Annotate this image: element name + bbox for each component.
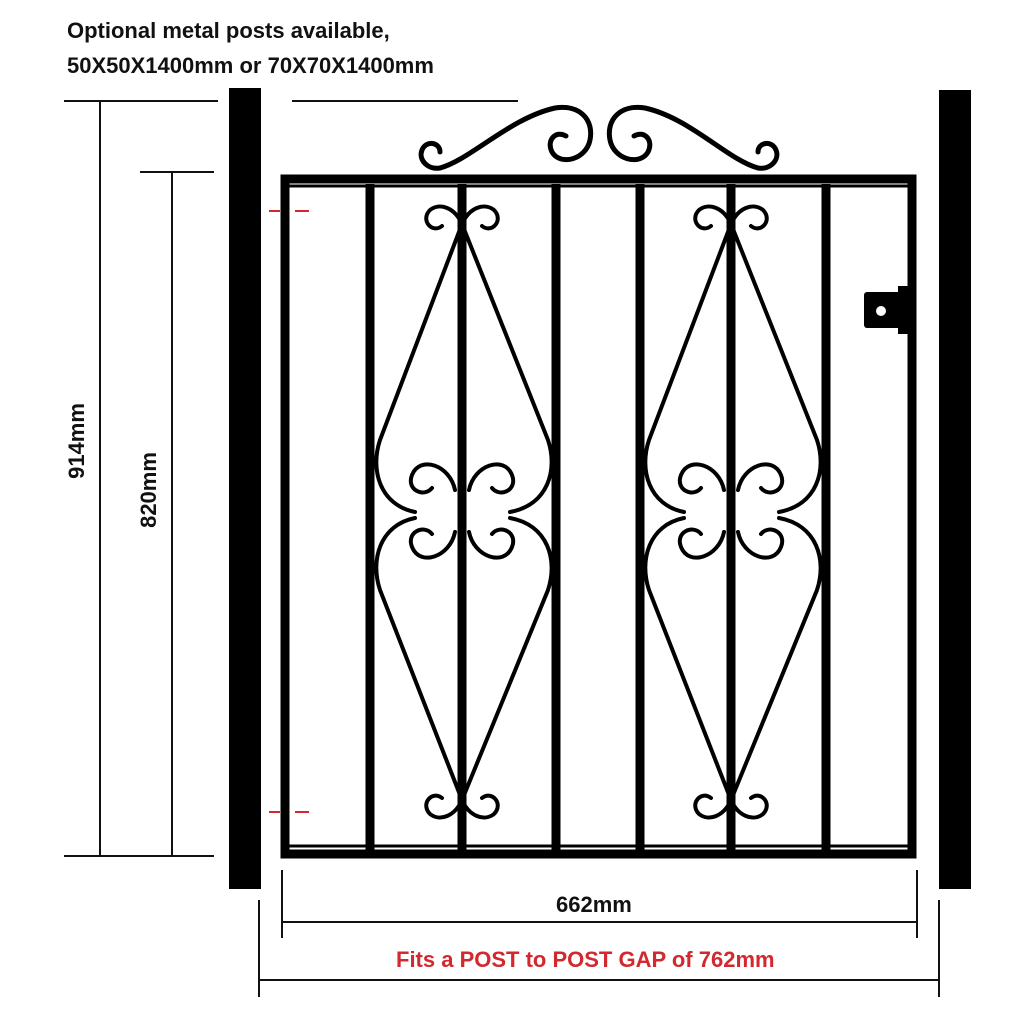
gate-frame — [280, 174, 917, 859]
post-gap-label: Fits a POST to POST GAP of 762mm — [396, 947, 775, 972]
frame-height-label: 820mm — [136, 452, 161, 528]
post-gap-dimension — [258, 900, 940, 997]
right-post — [939, 90, 971, 889]
overall-height-dimension — [64, 100, 518, 857]
gate-latch — [864, 286, 908, 334]
left-post — [229, 88, 261, 889]
frame-height-dimension — [140, 171, 214, 856]
right-panel-ornament — [643, 204, 823, 820]
gate-width-label: 662mm — [556, 892, 632, 917]
top-crest-scroll — [418, 104, 780, 171]
gate-bars — [365, 184, 831, 850]
posts-note-line2: 50X50X1400mm or 70X70X1400mm — [67, 53, 434, 78]
overall-height-label: 914mm — [64, 403, 89, 479]
left-panel-ornament — [374, 204, 554, 820]
gate-width-dimension — [281, 870, 918, 938]
hinge-markers — [269, 210, 309, 813]
posts-note-line1: Optional metal posts available, — [67, 18, 390, 43]
